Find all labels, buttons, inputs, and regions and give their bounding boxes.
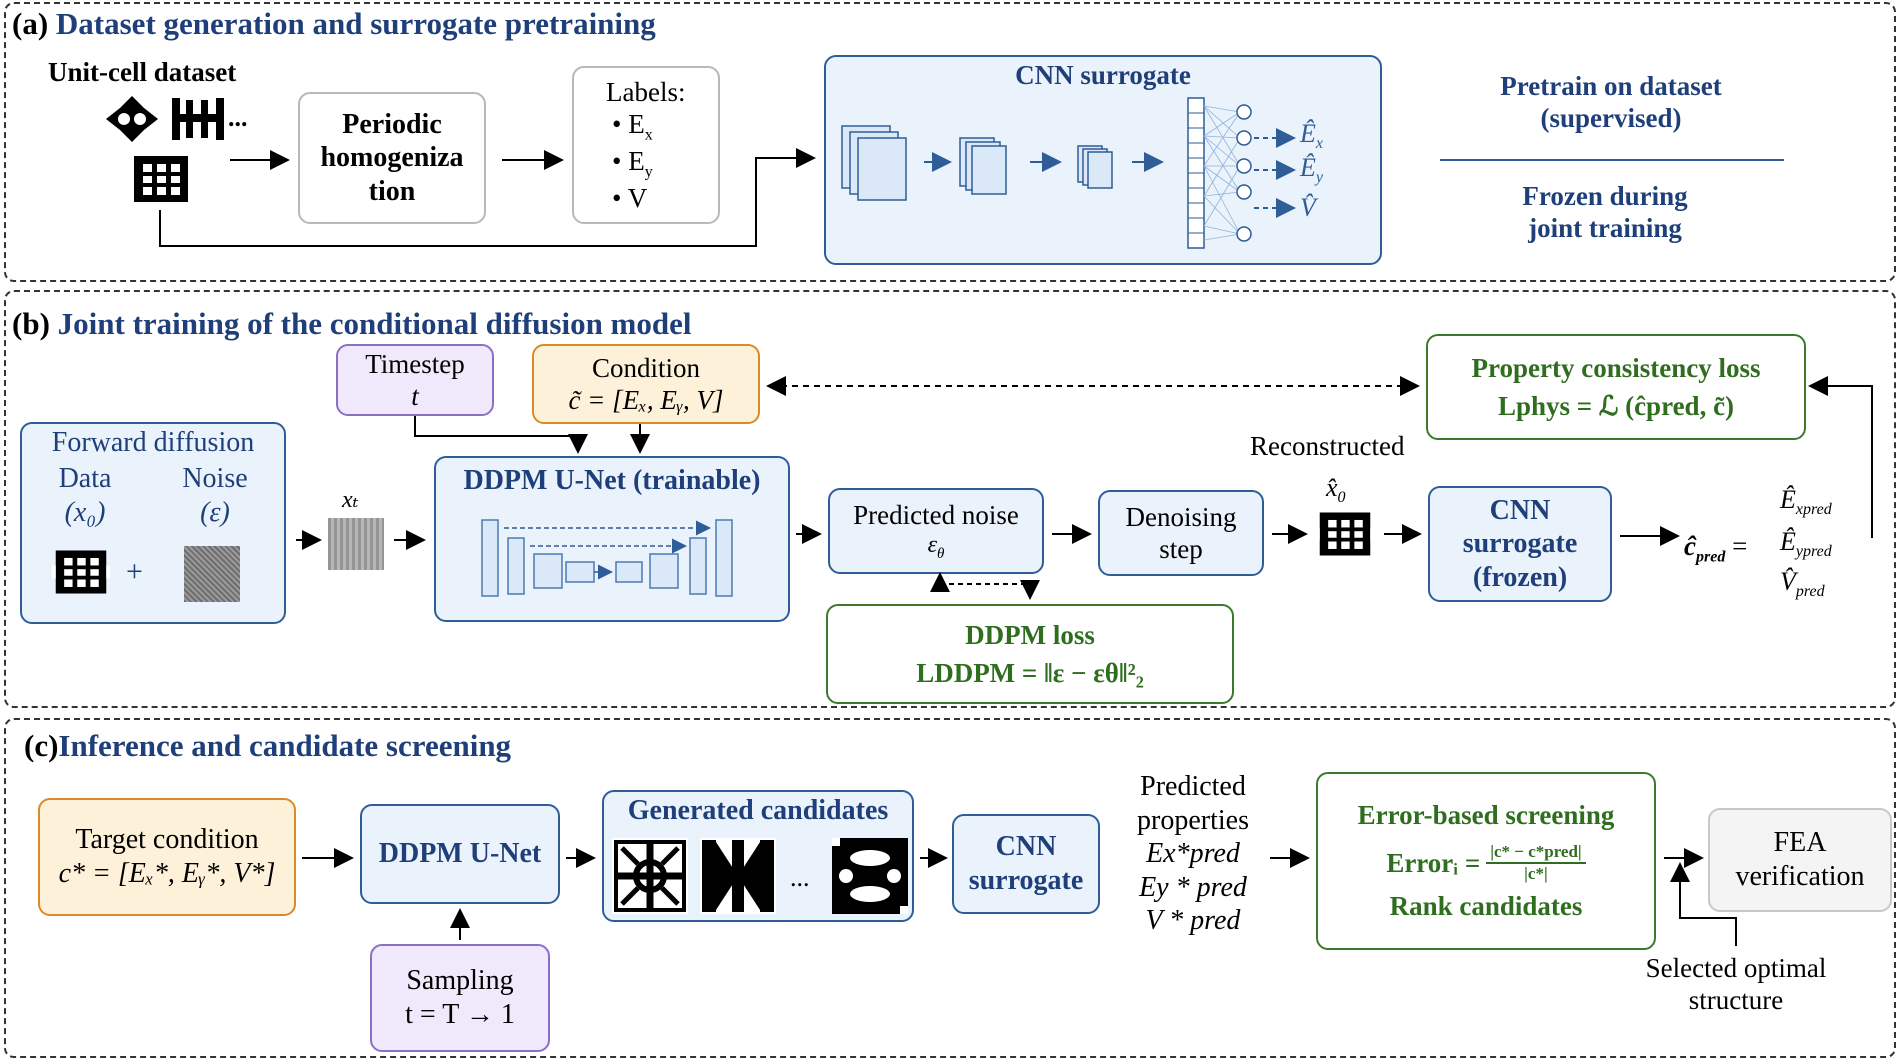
unit-cell-icon-2 (172, 98, 224, 140)
pretrain-note: Pretrain on dataset(supervised) (1500, 71, 1722, 134)
labels-box: Labels: • Ex • Ey • V (572, 66, 720, 224)
noise-image (184, 546, 240, 602)
pred-ex: Êxpred (1780, 485, 1832, 519)
cnn-layers-diagram (841, 97, 1205, 249)
reconstructed-label: Reconstructed (1250, 431, 1405, 461)
cnn-output-ex: Êx (1300, 119, 1323, 153)
pred-ey: Êypred (1780, 527, 1832, 561)
unet-diagram (481, 519, 733, 597)
noisy-xt-image (328, 518, 384, 570)
panel-c-title: (c)Inference and candidate screening (24, 728, 512, 763)
panel-b (4, 290, 1896, 708)
plus-sign: + (126, 555, 143, 588)
candidate-image-3 (832, 838, 908, 914)
error-numerator: |c* − c*pred| (1486, 842, 1586, 864)
ddpm-unet-box: DDPM U-Net (360, 804, 560, 904)
panel-c (4, 718, 1896, 1058)
candidates-ellipsis: ... (790, 863, 810, 892)
cnn-output-v: V̂ (1300, 193, 1316, 222)
arrow-dataset-to-cnn (159, 148, 816, 247)
candidate-image-2 (700, 838, 776, 914)
c-pred-label: ĉpred = (1684, 531, 1748, 566)
data-unit-cell-icon (52, 550, 110, 594)
panel-a-title: (a) Dataset generation and surrogate pre… (12, 6, 656, 41)
panel-a (4, 2, 1896, 282)
x0hat-label: x̂0 (1326, 473, 1346, 507)
cnn-output-ey: Êy (1300, 153, 1323, 187)
error-denominator: |c*| (1524, 864, 1548, 883)
reconstructed-unit-cell-icon (1316, 512, 1374, 556)
noise-label: Noise(ε) (182, 463, 248, 528)
candidate-image-1 (612, 838, 688, 914)
pred-v: V̂pred (1780, 567, 1825, 601)
predicted-properties: Predicted properties Ex*pred Ey * pred V… (1137, 771, 1249, 937)
error-based-screening-box: Error-based screening Errorᵢ = |c* − c*p… (1316, 772, 1656, 950)
unit-cell-icon-1 (106, 96, 158, 142)
data-label: Data(x₀) (58, 463, 112, 528)
panel-b-title: (b) Joint training of the conditional di… (12, 306, 692, 341)
xt-label: xₜ (342, 487, 359, 513)
unitcell-dataset-label: Unit-cell dataset (48, 57, 237, 87)
unit-cell-icon-3 (130, 156, 192, 202)
unit-cell-ellipsis: ... (228, 103, 248, 132)
